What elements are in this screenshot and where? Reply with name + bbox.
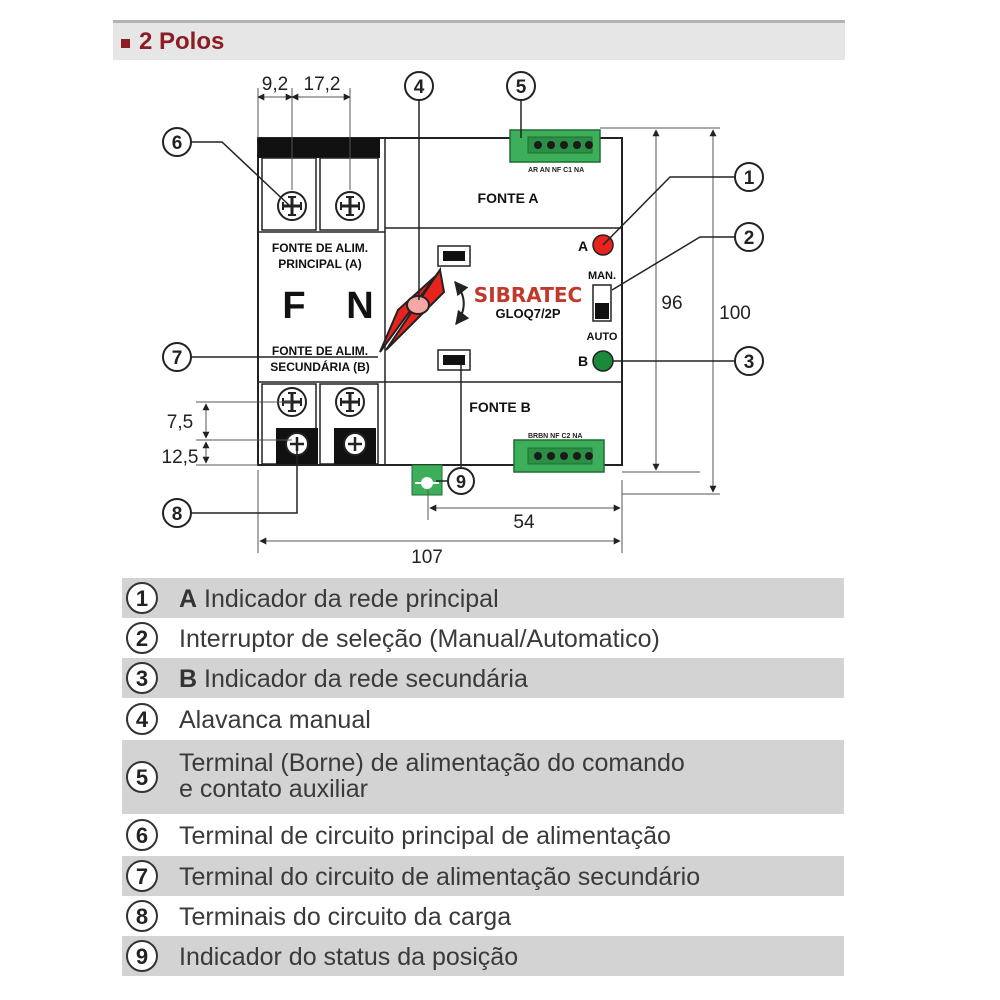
legend-text: Terminais do circuito da carga	[179, 903, 512, 931]
dim-9-2: 9,2	[262, 74, 288, 95]
callout-9: 9	[447, 467, 475, 495]
principal-label-1: FONTE DE ALIM.	[272, 241, 368, 255]
dim-100: 100	[719, 303, 751, 324]
indicator-b-lamp	[592, 350, 614, 372]
legend-number: 8	[126, 900, 158, 932]
dim-96: 96	[661, 293, 682, 314]
legend-text: Terminal de circuito principal de alimen…	[179, 822, 671, 850]
callout-1: 1	[734, 162, 764, 192]
svg-text:7: 7	[172, 348, 183, 369]
legend-number: 1	[126, 582, 158, 614]
dim-7-5: 7,5	[167, 412, 193, 433]
legend-row-3: 3 B Indicador da rede secundária	[122, 658, 844, 698]
legend-text: Terminal (Borne) de alimentação do coman…	[179, 749, 685, 777]
device-diagram: AR AN NF C1 NA BRBN NF C2 NA FONTE A FON…	[162, 71, 764, 568]
legend-row-7: 7 Terminal do circuito de alimentação se…	[122, 856, 844, 896]
brand-label: SIBRATEC	[474, 283, 582, 307]
switch-auto-label: AUTO	[587, 331, 618, 343]
legend-number: 2	[126, 622, 158, 654]
svg-text:2: 2	[744, 228, 755, 249]
rotate-arrow-icon	[454, 280, 470, 326]
status-indicator-icon	[411, 464, 443, 496]
screw-icon	[334, 386, 366, 418]
callout-5: 5	[506, 71, 536, 101]
legend-text: Interruptor de seleção (Manual/Automatic…	[179, 625, 660, 653]
legend-number: 4	[126, 703, 158, 735]
svg-text:5: 5	[516, 77, 527, 98]
legend-row-9: 9 Indicador do status da posição	[122, 936, 844, 976]
callout-4: 4	[404, 71, 434, 101]
callout-2: 2	[734, 222, 764, 252]
svg-text:6: 6	[172, 133, 183, 154]
pole-f-label: F	[282, 285, 305, 327]
terminal-top-labels: AR AN NF C1 NA	[528, 167, 584, 174]
legend-row-8: 8 Terminais do circuito da carga	[122, 896, 844, 936]
svg-text:3: 3	[744, 352, 755, 373]
legend-text-line2: e contato auxiliar	[179, 775, 369, 803]
legend-number: 6	[126, 819, 158, 851]
callout-7: 7	[162, 342, 192, 372]
secundaria-label-2: SECUNDÁRIA (B)	[270, 359, 370, 374]
indicator-a-letter: A	[578, 238, 588, 254]
bullet-square-icon	[121, 39, 130, 48]
device-body	[257, 137, 623, 466]
callout-6: 6	[162, 127, 192, 157]
legend-row-4: 4 Alavanca manual	[122, 698, 844, 740]
dim-54: 54	[513, 512, 535, 533]
screw-icon	[334, 190, 366, 222]
screw-icon	[342, 431, 368, 457]
legend-bold-letter: B	[179, 665, 198, 693]
load-terminal-block	[261, 383, 379, 465]
principal-label-2: PRINCIPAL (A)	[278, 257, 362, 271]
manual-lever-icon[interactable]	[379, 266, 446, 353]
leader-lines	[190, 98, 735, 514]
dim-12-5: 12,5	[162, 447, 199, 468]
legend-number: 9	[126, 940, 158, 972]
indicator-b-letter: B	[578, 353, 588, 369]
control-terminal-bottom	[513, 439, 605, 473]
legend-row-5: 5 Terminal (Borne) de alimentação do com…	[122, 740, 844, 814]
legend-table: 1 A Indicador da rede principal 2 Interr…	[122, 578, 844, 976]
pole-n-label: N	[346, 285, 373, 327]
legend-text: Indicador do status da posição	[179, 943, 519, 971]
section-header: 2 Polos	[113, 20, 845, 60]
dimension-lines	[196, 88, 720, 553]
svg-text:1: 1	[744, 168, 755, 189]
legend-number: 3	[126, 662, 158, 694]
switch-man-label: MAN.	[588, 270, 616, 282]
legend-number: 7	[126, 860, 158, 892]
legend-row-6: 6 Terminal de circuito principal de alim…	[122, 814, 844, 856]
selector-switch-icon[interactable]	[592, 284, 612, 322]
legend-row-1: 1 A Indicador da rede principal	[122, 578, 844, 618]
svg-text:9: 9	[456, 472, 466, 492]
secundaria-label-1: FONTE DE ALIM.	[272, 344, 368, 358]
legend-row-2: 2 Interruptor de seleção (Manual/Automat…	[122, 618, 844, 658]
dim-107: 107	[411, 547, 443, 568]
legend-bold-letter: A	[179, 585, 198, 613]
control-terminal-top	[509, 129, 601, 163]
svg-text:4: 4	[414, 77, 425, 98]
dim-17-2: 17,2	[304, 74, 341, 95]
legend-number: 5	[126, 761, 158, 793]
legend-text: Terminal do circuito de alimentação secu…	[179, 863, 701, 891]
terminal-bottom-labels: BRBN NF C2 NA	[528, 433, 582, 440]
model-label: GLOQ7/2P	[495, 306, 560, 321]
legend-text: Indicador da rede secundária	[204, 665, 528, 693]
svg-text:8: 8	[172, 504, 183, 525]
fonte-a-label: FONTE A	[478, 190, 539, 206]
legend-text: Alavanca manual	[179, 706, 371, 734]
callout-8: 8	[162, 498, 192, 528]
callout-3: 3	[734, 346, 764, 376]
legend-text: Indicador da rede principal	[204, 585, 499, 613]
fonte-b-label: FONTE B	[469, 399, 530, 415]
screw-icon	[276, 190, 308, 222]
section-title: 2 Polos	[139, 28, 225, 55]
